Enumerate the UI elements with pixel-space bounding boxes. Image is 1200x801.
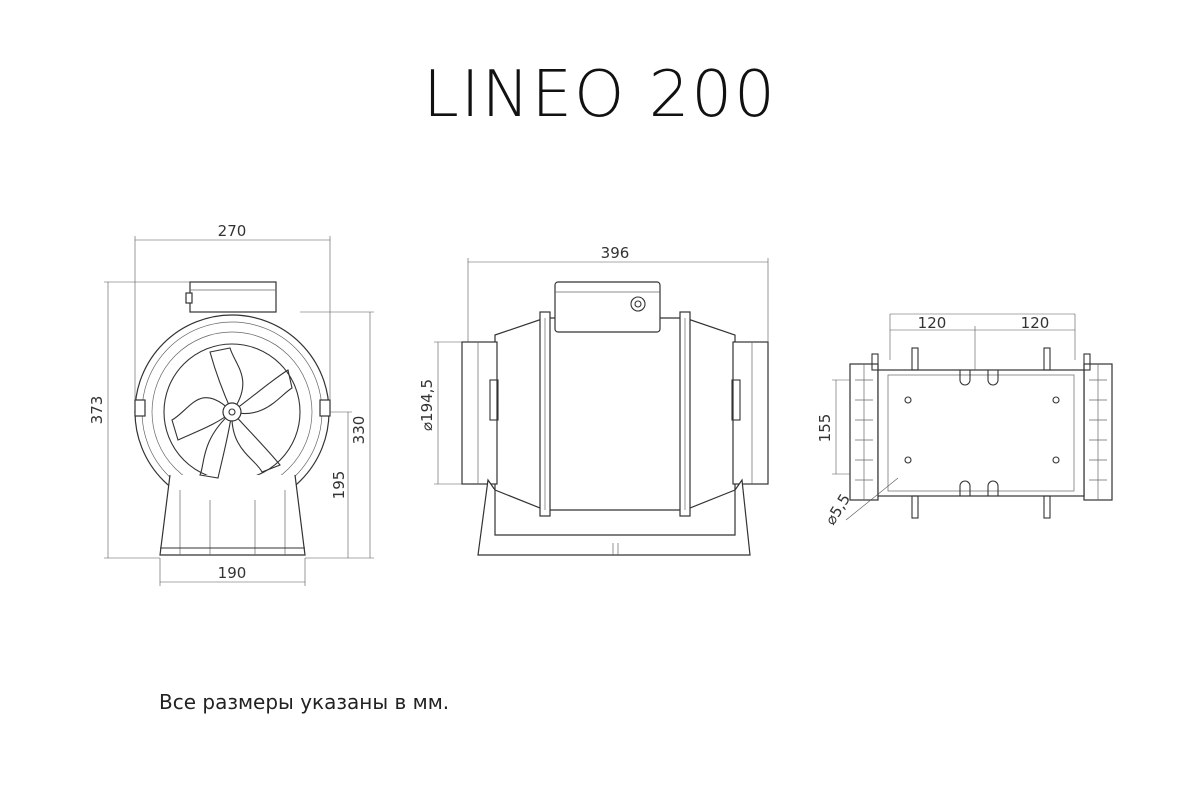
top-view: 120 120 155 ⌀5,5: [816, 313, 1113, 528]
product-title: LINEO 200: [423, 58, 777, 132]
units-note: Все размеры указаны в мм.: [159, 690, 450, 714]
top-spacing-right-label: 120: [1021, 314, 1050, 332]
side-diameter-label: ⌀194,5: [418, 379, 436, 431]
top-spacing-left-label: 120: [918, 314, 947, 332]
side-length-label: 396: [601, 244, 630, 262]
front-width-label: 270: [218, 222, 247, 240]
front-height-label: 373: [88, 396, 106, 425]
side-view: 396 ⌀194,5: [418, 244, 769, 556]
front-view: 270 373 330 195 190: [88, 222, 374, 586]
front-axis-height-label: 195: [330, 471, 348, 500]
front-base-width-label: 190: [218, 564, 247, 582]
top-height-label: 155: [816, 414, 834, 443]
impeller-blades: [171, 347, 293, 479]
front-mount-height-label: 330: [350, 416, 368, 445]
top-hole-label: ⌀5,5: [821, 491, 854, 528]
